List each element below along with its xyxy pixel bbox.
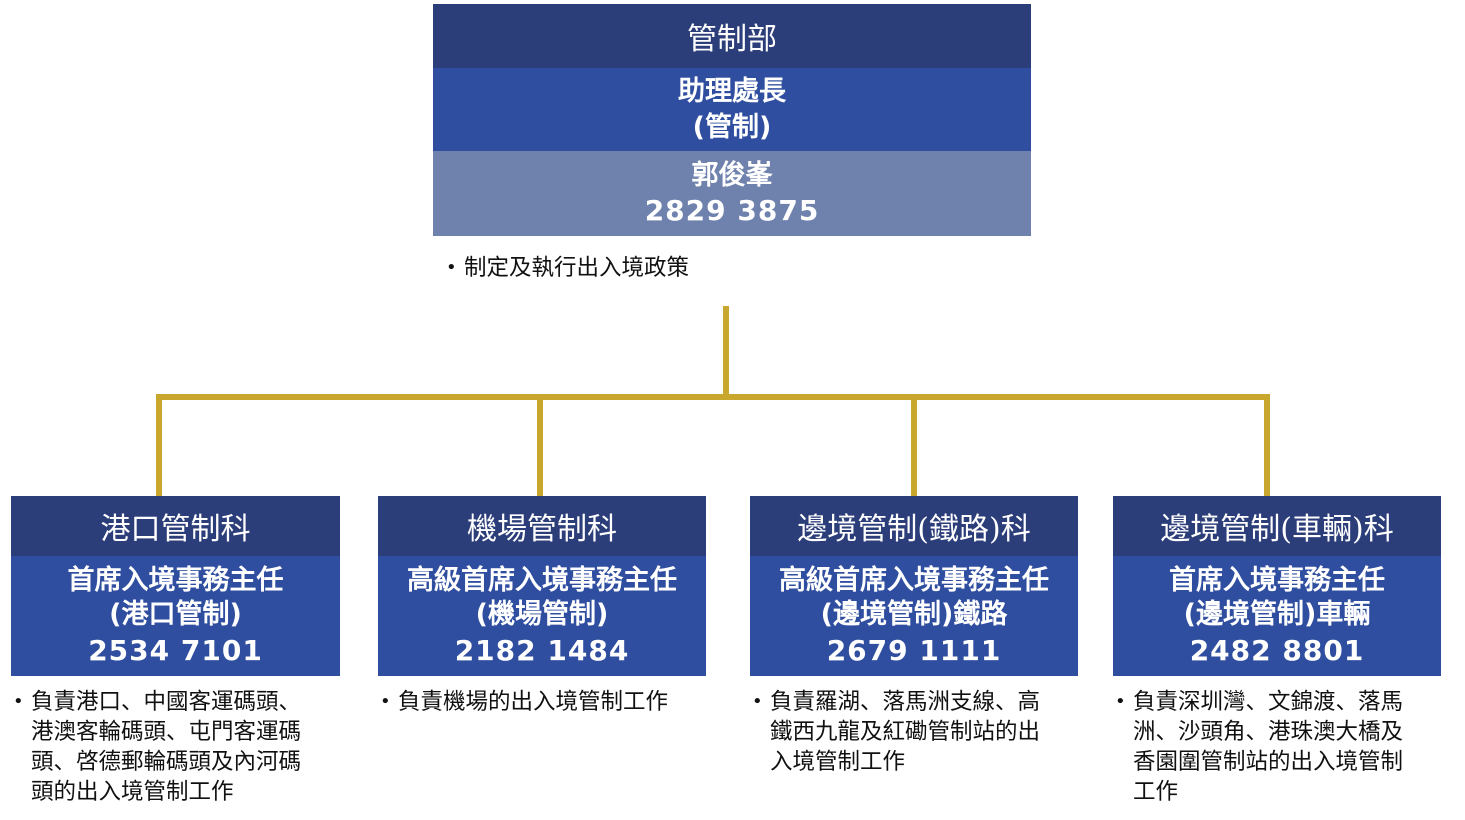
rail-control-title: 邊境管制(鐵路)科 [750,496,1078,556]
duty-line: 負責羅湖、落馬洲支線、高 [770,689,1041,715]
duty-line: 香園圍管制站的出入境管制 [1133,749,1404,775]
control-branch-title-text: 管制部 [687,22,777,57]
role-line: (管制) [692,111,772,143]
phone-number: 2182 1484 [454,633,630,667]
airport-control-title: 機場管制科 [378,496,706,556]
duty-line: 港澳客輪碼頭、屯門客運碼 [31,719,302,745]
airport-control-box: 機場管制科 高級首席入境事務主任 (機場管制) 2182 1484 [378,496,706,676]
control-branch-person: 郭俊峯 2829 3875 [433,151,1031,236]
vehicle-control-duties: 負責深圳灣、文錦渡、落馬 洲、沙頭角、港珠澳大橋及 香園圍管制站的出入境管制 工… [1115,687,1445,807]
division-title-text: 港口管制科 [100,512,251,547]
role-line: 首席入境事務主任 [67,564,284,596]
division-title-text: 邊境管制(車輛)科 [1160,512,1394,547]
control-branch-box: 管制部 助理處長 (管制) 郭俊峯 2829 3875 [433,4,1031,236]
port-control-role: 首席入境事務主任 (港口管制) 2534 7101 [11,556,340,676]
role-line: (港口管制) [109,599,242,631]
role-line: 助理處長 [678,76,786,108]
duty-line: 負責港口、中國客運碼頭、 [31,689,302,715]
rail-control-role: 高級首席入境事務主任 (邊境管制)鐵路 2679 1111 [750,556,1078,676]
duty-item: 負責羅湖、落馬洲支線、高 鐵西九龍及紅磡管制站的出 入境管制工作 [752,687,1082,777]
duty-item: 負責深圳灣、文錦渡、落馬 洲、沙頭角、港珠澳大橋及 香園圍管制站的出入境管制 工… [1115,687,1445,807]
role-line: 高級首席入境事務主任 [407,564,677,596]
rail-control-box: 邊境管制(鐵路)科 高級首席入境事務主任 (邊境管制)鐵路 2679 1111 [750,496,1078,676]
division-title-text: 邊境管制(鐵路)科 [797,512,1031,547]
role-line: 首席入境事務主任 [1169,564,1385,596]
airport-control-role: 高級首席入境事務主任 (機場管制) 2182 1484 [378,556,706,676]
duty-line: 工作 [1133,779,1179,805]
control-branch-role: 助理處長 (管制) [433,68,1031,151]
phone-number: 2534 7101 [88,633,263,667]
vehicle-control-role: 首席入境事務主任 (邊境管制)車輛 2482 8801 [1113,556,1441,676]
division-title-text: 機場管制科 [467,512,617,547]
role-line: (機場管制) [475,599,609,631]
phone-number: 2679 1111 [826,633,1002,667]
vehicle-control-box: 邊境管制(車輛)科 首席入境事務主任 (邊境管制)車輛 2482 8801 [1113,496,1441,676]
duty-line: 頭、啓德郵輪碼頭及內河碼 [31,749,302,775]
phone-number: 2482 8801 [1189,633,1365,667]
vehicle-control-title: 邊境管制(車輛)科 [1113,496,1441,556]
duty-line: 負責深圳灣、文錦渡、落馬 [1133,689,1404,715]
port-control-duties: 負責港口、中國客運碼頭、 港澳客輪碼頭、屯門客運碼 頭、啓德郵輪碼頭及內河碼 頭… [13,687,343,807]
duty-item: 制定及執行出入境政策 [446,253,1006,283]
duty-item: 負責港口、中國客運碼頭、 港澳客輪碼頭、屯門客運碼 頭、啓德郵輪碼頭及內河碼 頭… [13,687,343,807]
duty-line: 洲、沙頭角、港珠澳大橋及 [1133,719,1404,745]
control-branch-title: 管制部 [433,4,1031,68]
duty-item: 負責機場的出入境管制工作 [380,687,710,717]
duty-line: 負責機場的出入境管制工作 [398,689,669,715]
port-control-box: 港口管制科 首席入境事務主任 (港口管制) 2534 7101 [11,496,340,676]
duty-line: 入境管制工作 [770,749,906,775]
person-name: 郭俊峯 [691,159,773,191]
duty-line: 頭的出入境管制工作 [31,779,234,805]
port-control-title: 港口管制科 [11,496,340,556]
rail-control-duties: 負責羅湖、落馬洲支線、高 鐵西九龍及紅磡管制站的出 入境管制工作 [752,687,1082,777]
control-branch-duties: 制定及執行出入境政策 [446,253,1006,283]
role-line: (邊境管制)車輛 [1183,599,1371,631]
airport-control-duties: 負責機場的出入境管制工作 [380,687,710,717]
phone-number: 2829 3875 [644,193,820,227]
duty-line: 鐵西九龍及紅磡管制站的出 [770,719,1041,745]
role-line: (邊境管制)鐵路 [820,599,1008,631]
role-line: 高級首席入境事務主任 [779,564,1049,596]
